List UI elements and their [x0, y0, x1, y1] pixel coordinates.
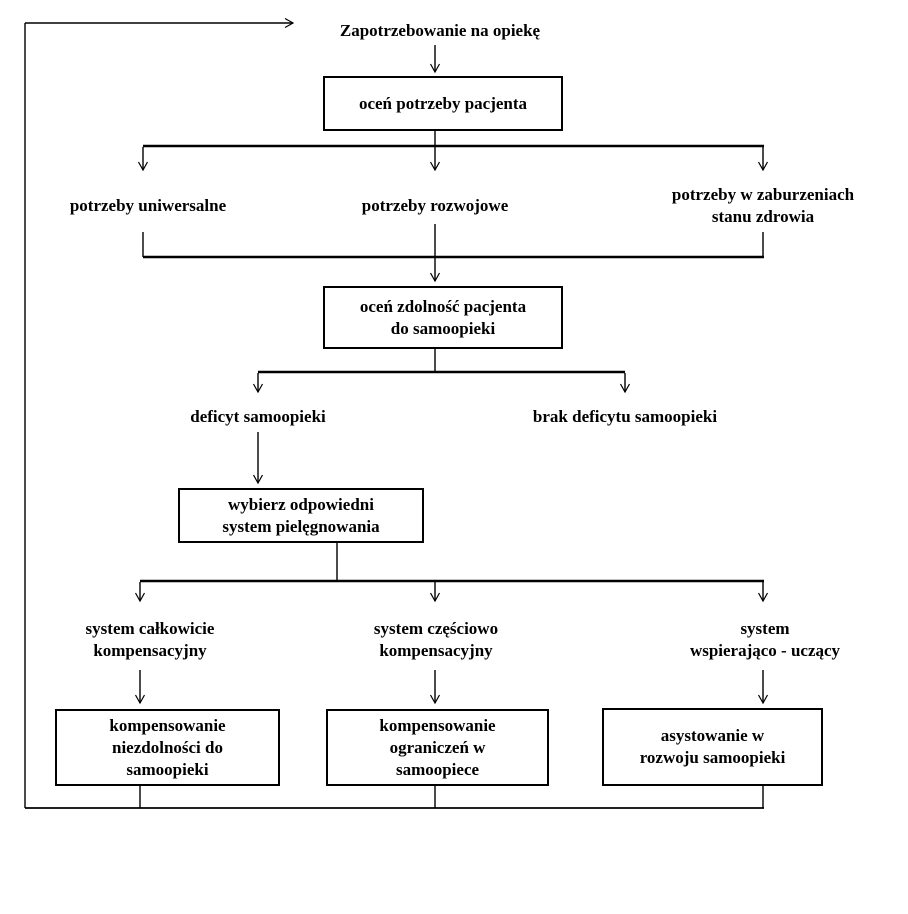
- text-line: kompensowanie: [379, 715, 496, 735]
- node-assess-patient-needs: oceń potrzeby pacjenta: [323, 76, 563, 131]
- text-line: niezdolności do: [112, 737, 223, 757]
- text-line: system pielęgnowania: [222, 516, 380, 536]
- text-line: wybierz odpowiedni: [228, 494, 374, 514]
- text-line: ograniczeń w: [389, 737, 486, 757]
- text-line: potrzeby rozwojowe: [361, 196, 509, 215]
- label-no-selfcare-deficit: brak deficytu samoopieki: [505, 406, 745, 428]
- text-line: samoopieki: [126, 759, 209, 779]
- text-line: system: [740, 619, 790, 638]
- text-line: do samoopieki: [390, 318, 496, 338]
- text-line: samoopiece: [395, 759, 480, 779]
- text-line: deficyt samoopieki: [190, 407, 326, 426]
- text-line: asystowanie w: [660, 726, 765, 745]
- node-choose-nursing-system: wybierz odpowiedni system pielęgnowania: [178, 488, 424, 543]
- branch-deficit: [252, 349, 631, 394]
- node-assess-selfcare-ability: oceń zdolność pacjenta do samoopieki: [323, 286, 563, 349]
- collector-needs: [142, 224, 764, 283]
- arrows-systems-to-actions: [134, 670, 769, 705]
- text-line: system częściowo: [373, 619, 499, 638]
- stubs-actions-to-loop: [139, 786, 764, 808]
- node-assist-development: asystowanie w rozwoju samoopieki: [602, 708, 823, 786]
- text-line: potrzeby uniwersalne: [69, 196, 227, 215]
- text-line: potrzeby w zaburzeniach: [671, 185, 855, 204]
- text-line: brak deficytu samoopieki: [532, 407, 718, 426]
- label-selfcare-deficit: deficyt samoopieki: [148, 406, 368, 428]
- label-universal-needs: potrzeby uniwersalne: [38, 195, 258, 217]
- node-compensate-limitations: kompensowanie ograniczeń w samoopiece: [326, 709, 549, 786]
- node-compensate-inability: kompensowanie niezdolności do samoopieki: [55, 709, 280, 786]
- text-line: oceń zdolność pacjenta: [359, 296, 527, 316]
- label-supportive-educative-system: system wspierająco - uczący: [648, 618, 882, 662]
- text-line: stanu zdrowia: [711, 207, 815, 226]
- label-developmental-needs: potrzeby rozwojowe: [325, 195, 545, 217]
- text-line: Zapotrzebowanie na opiekę: [339, 21, 541, 40]
- text-line: kompensowanie: [109, 715, 226, 735]
- text-line: kompensacyjny: [379, 641, 493, 660]
- branch-needs: [137, 131, 769, 172]
- text-line: kompensacyjny: [93, 641, 207, 660]
- text-line: oceń potrzeby pacjenta: [358, 93, 528, 113]
- text-line: system całkowicie: [85, 619, 215, 638]
- label-health-deviation-needs: potrzeby w zaburzeniach stanu zdrowia: [638, 184, 888, 228]
- branch-systems: [134, 543, 769, 603]
- feedback-loop-line: [24, 17, 764, 809]
- label-wholly-compensatory-system: system całkowicie kompensacyjny: [40, 618, 260, 662]
- text-line: wspierająco - uczący: [689, 641, 841, 660]
- text-line: rozwoju samoopieki: [639, 748, 786, 767]
- label-care-demand: Zapotrzebowanie na opiekę: [300, 20, 580, 42]
- label-partly-compensatory-system: system częściowo kompensacyjny: [326, 618, 546, 662]
